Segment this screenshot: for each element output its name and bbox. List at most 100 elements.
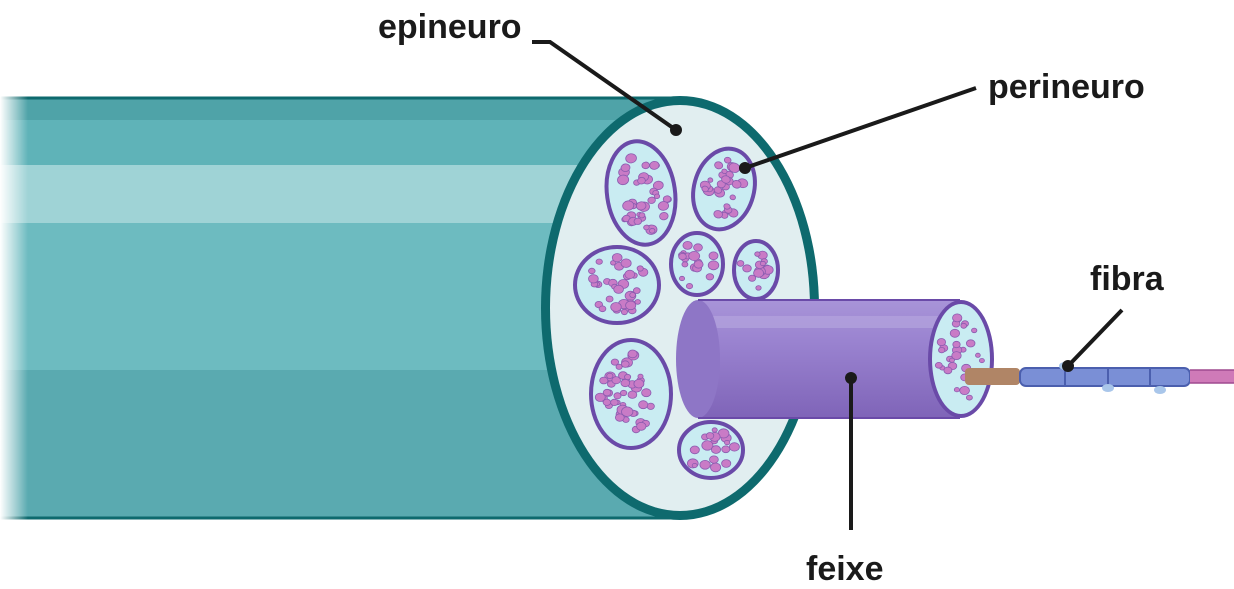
axon (654, 194, 660, 199)
axon (979, 359, 984, 363)
axon (637, 266, 643, 271)
axon (944, 367, 952, 374)
feixe-label: feixe (806, 552, 884, 586)
axon (939, 347, 945, 352)
axon (690, 446, 699, 454)
axon (966, 395, 972, 400)
axon (679, 276, 684, 280)
perineuro-label: perineuro (988, 70, 1145, 104)
axon (607, 373, 613, 378)
fibra-label: fibra (1090, 262, 1164, 296)
axon (682, 262, 688, 267)
nerve-fiber (965, 362, 1234, 394)
fascicle (734, 241, 778, 299)
axon (755, 252, 760, 257)
axon (937, 339, 945, 346)
axon (641, 162, 649, 170)
axon (689, 251, 700, 260)
axon (679, 253, 687, 259)
epineuro-leader-dot (670, 124, 682, 136)
fibra-leader-dot (1062, 360, 1074, 372)
axon (760, 261, 765, 265)
axon (600, 377, 608, 384)
axon (611, 399, 619, 405)
axon (625, 270, 635, 278)
epineuro-label: epineuro (378, 10, 522, 44)
axon (683, 241, 692, 249)
axon (637, 422, 646, 430)
axon (700, 460, 710, 469)
axon (596, 259, 602, 264)
axon (953, 341, 960, 347)
axon (626, 301, 636, 310)
axon (722, 446, 730, 453)
axon (621, 309, 627, 314)
axon (756, 286, 761, 291)
axon (634, 218, 642, 225)
axon (628, 350, 637, 358)
axon (954, 388, 959, 392)
axon (643, 225, 649, 231)
axon (708, 261, 719, 270)
axon (603, 399, 611, 405)
axon (972, 328, 977, 333)
axon (712, 428, 717, 432)
fibra-leader-line (1068, 310, 1122, 366)
fascicle (591, 340, 671, 448)
axon (709, 252, 718, 260)
axon (711, 463, 721, 472)
axon (649, 228, 655, 234)
axon (722, 460, 731, 468)
axon (754, 269, 764, 277)
axon (622, 407, 633, 417)
feixe-leader-dot (845, 372, 857, 384)
axon (603, 389, 611, 396)
axon (589, 275, 599, 283)
axon (638, 374, 643, 378)
axon (725, 440, 730, 444)
axon (639, 401, 648, 409)
axon (621, 379, 630, 386)
axon (976, 353, 981, 357)
fascicle (671, 233, 723, 295)
perineuro-leader-dot (739, 162, 751, 174)
axon (953, 314, 962, 322)
axon (642, 389, 651, 397)
axon (635, 300, 641, 305)
axon (966, 340, 975, 347)
axon (729, 443, 739, 451)
axon (628, 391, 637, 398)
axon (711, 446, 720, 454)
axon (606, 296, 613, 302)
axon (692, 463, 697, 467)
axon (634, 379, 644, 388)
axon (686, 283, 692, 288)
axon (625, 374, 631, 379)
axon (737, 261, 744, 267)
axon (694, 261, 703, 269)
axon (637, 177, 646, 185)
axon (611, 303, 622, 312)
axon (633, 288, 640, 294)
axon (710, 456, 719, 463)
fascicle (679, 422, 743, 478)
axon (950, 329, 959, 337)
axon (616, 364, 622, 369)
axon (961, 323, 967, 328)
axon (950, 358, 955, 362)
axon (639, 212, 646, 218)
fascicle (575, 247, 659, 323)
axon (694, 244, 703, 251)
axon (589, 268, 596, 274)
axon (620, 390, 626, 395)
axon (960, 386, 970, 394)
axon (614, 285, 624, 293)
axon (599, 306, 606, 312)
axon (706, 274, 714, 280)
axon (621, 259, 631, 268)
axon (743, 265, 752, 272)
axon (612, 254, 622, 262)
axon (706, 433, 714, 440)
axon (935, 362, 942, 368)
perineuro-leader-line (745, 88, 976, 168)
